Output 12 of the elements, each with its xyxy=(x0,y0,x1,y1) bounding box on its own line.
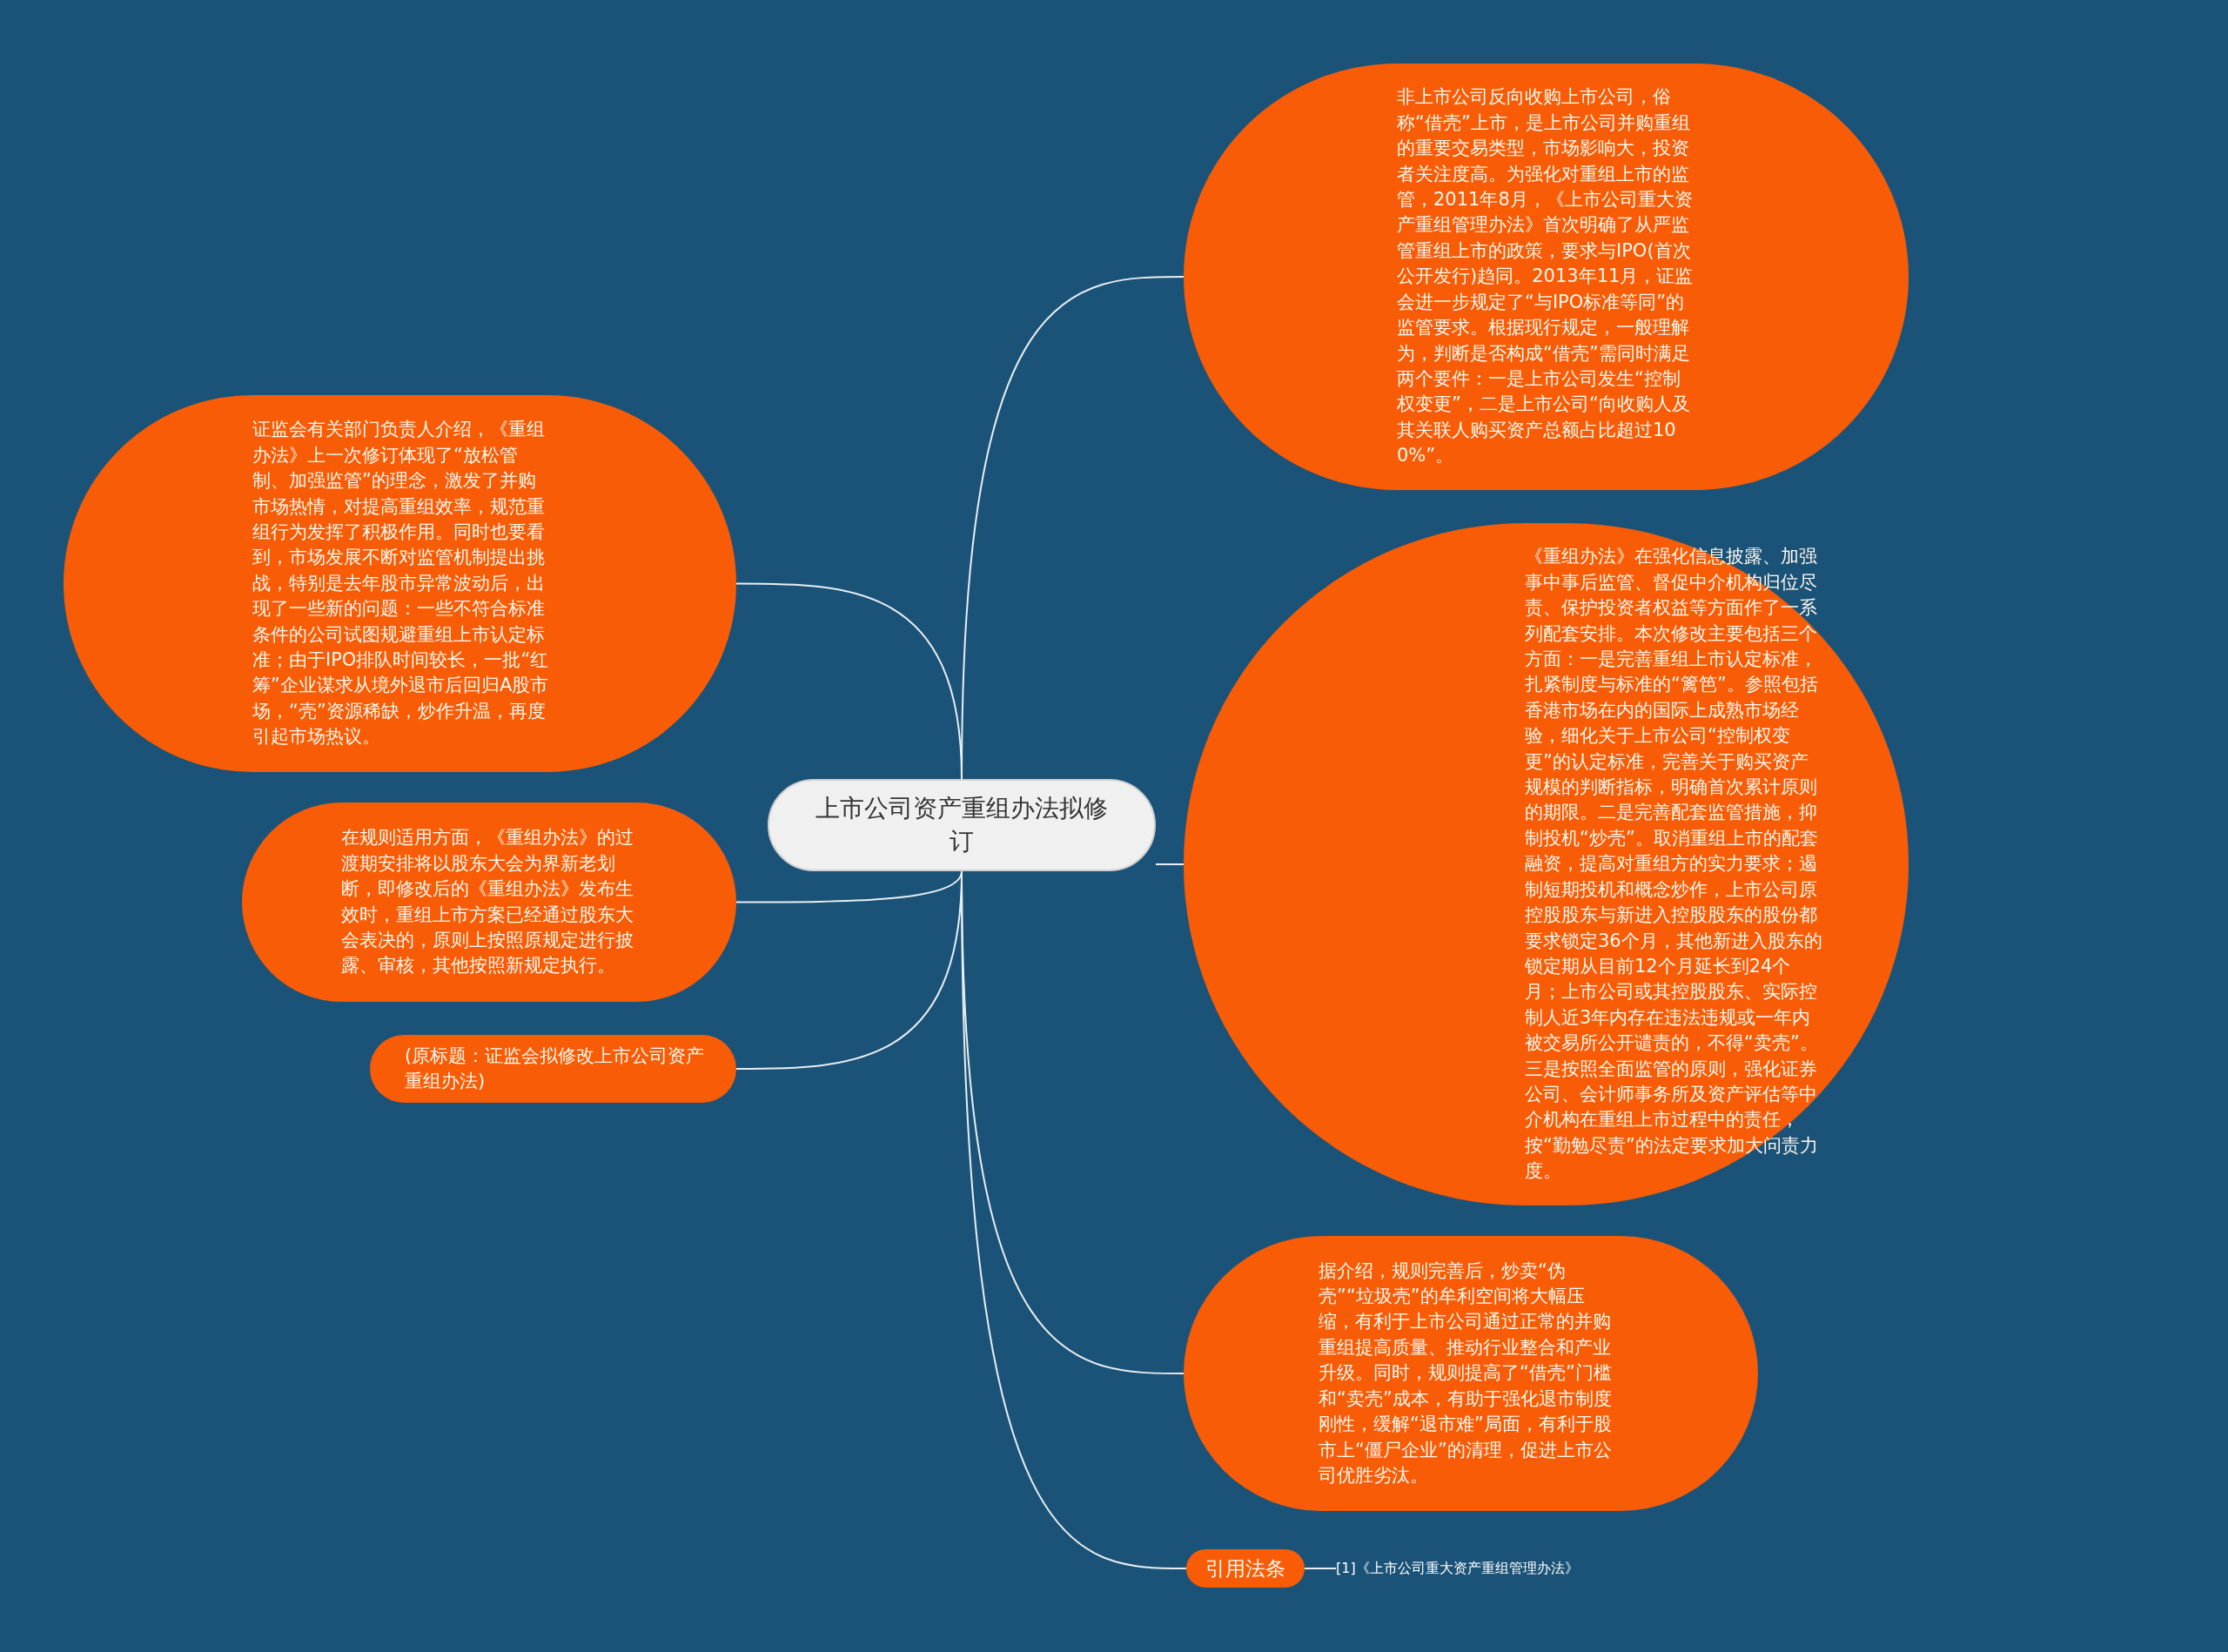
topic-box: 上市公司资产重组办法拟修订 xyxy=(768,779,1156,871)
text-bubble: 据介绍，规则完善后，炒卖“伪壳”“垃圾壳”的牟利空间将大幅压缩，有利于上市公司通过正常的并购重组提高质量、推动行业整合和产业升级。同时，规则提高了“借壳”门槛和“卖壳”成本，有助于强化退市制度刚性，缓解“退市难”局面，有利于股市上“僵尸企业”的清理，促进上市公司优胜劣汰。 xyxy=(1184,1236,1758,1511)
connector-line xyxy=(1155,863,1184,865)
text-bubble: (原标题：证监会拟修改上市公司资产重组办法) xyxy=(370,1035,736,1103)
text-bubble: 《重组办法》在强化信息披露、加强事中事后监管、督促中介机构归位尽责、保护投资者权益等方面作了一系列配套安排。本次修改主要包括三个方面：一是完善重组上市认定标准，扎紧制度与标准的“篱笆”。参照包括香港市场在内的国际上成熟市场经验，细化关于上市公司“控制权变更”的认定标准，完善关于购买资产规模的判断指标，明确首次累计原则的期限。二是完善配套监管措施，抑制投机“炒壳”。取消重组上市的配套融资，提高对重组方的实力要求；遏制短期投机和概念炒作，上市公司原控股股东与新进入控股股东的股份都要求锁定36个月，其他新进入股东的锁定期从目前12个月延长到24个月；上市公司或其控股股东、实际控制人近3年内存在违法违规或一年内被交易所公开谴责的，不得“卖壳”。三是按照全面监管的原则，强化证券公司、会计师事务所及资产评估等中介机构在重组上市过程中的责任，按“勤勉尽责”的法定要求加大问责力度。 xyxy=(1184,523,1909,1205)
text-bubble: 非上市公司反向收购上市公司，俗称“借壳”上市，是上市公司并购重组的重要交易类型，市场影响大，投资者关注度高。为强化对重组上市的监管，2011年8月，《上市公司重大资产重组管理办法》首次明确了从严监管重组上市的政策，要求与IPO(首次公开发行)趋同。2013年11月，证监会进一步规定了“与IPO标准等同”的监管要求。根据现行规定，一般理解为，判断是否构成“借壳”需同时满足两个要件：一是上市公司发生“控制权变更”，二是上市公司“向收购人及其关联人购买资产总额占比超过100%”。 xyxy=(1184,64,1909,490)
text-bubble: 在规则适用方面，《重组办法》的过渡期安排将以股东大会为界新老划断，即修改后的《重组办法》发布生效时，重组上市方案已经通过股东大会表决的，原则上按照原规定进行披露、审核，其他按照新规定执行。 xyxy=(242,802,736,1002)
citation-text: [1]《上市公司重大资产重组管理办法》 xyxy=(1336,1556,1614,1581)
text-bubble: 证监会有关部门负责人介绍，《重组办法》上一次修订体现了“放松管制、加强监管”的理念，激发了并购市场热情，对提高重组效率，规范重组行为发挥了积极作用。同时也要看到，市场发展不断对监管机制提出挑战，特别是去年股市异常波动后，出现了一些新的问题：一些不符合标准条件的公司试图规避重组上市认定标准；由于IPO排队时间较长，一批“红筹”企业谋求从境外退市后回归A股市场，“壳”资源稀缺，炒作升温，再度引起市场热议。 xyxy=(64,395,736,772)
citation-tag: 引用法条 xyxy=(1186,1549,1305,1588)
connector-line xyxy=(1304,1568,1337,1569)
connector-line xyxy=(735,582,963,780)
